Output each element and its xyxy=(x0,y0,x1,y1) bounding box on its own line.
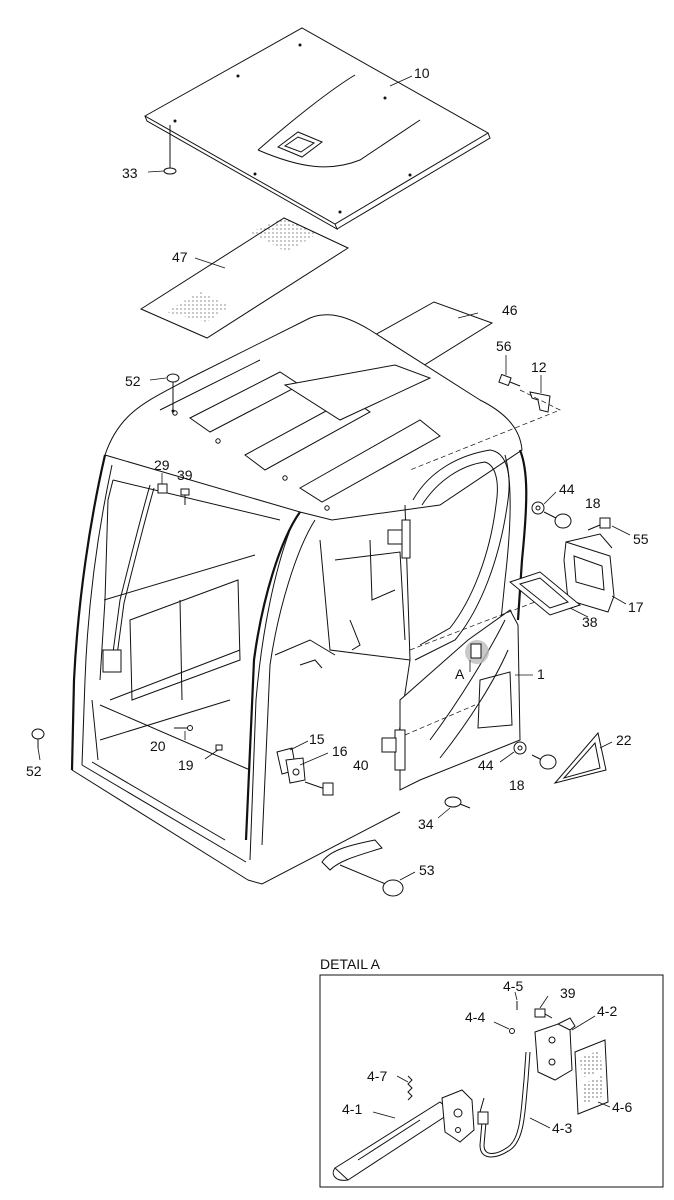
part-55-bolt xyxy=(587,517,611,531)
label-part-47: 47 xyxy=(172,249,188,265)
label-detail-4-6: 4-6 xyxy=(612,1099,632,1115)
detail-a-marker xyxy=(465,640,489,672)
part-38-gasket xyxy=(508,571,582,616)
label-part-53: 53 xyxy=(419,862,435,878)
label-part-56: 56 xyxy=(496,338,512,354)
detail-plate-4-6 xyxy=(574,1039,609,1115)
leader-lines xyxy=(37,75,631,881)
label-part-10: 10 xyxy=(414,65,430,81)
part-34-bolt xyxy=(444,796,471,809)
part-40-bolt xyxy=(304,781,334,796)
label-part-46: 46 xyxy=(502,302,518,318)
part-52-knob-side xyxy=(31,728,45,748)
part-16-latch xyxy=(285,757,306,784)
part-53-grab-handle xyxy=(321,839,404,897)
part-12-bracket xyxy=(409,389,561,471)
label-part-12: 12 xyxy=(531,359,547,375)
label-detail-39: 39 xyxy=(560,985,576,1001)
detail-spring-4-7 xyxy=(407,1075,413,1101)
label-detail-4-2: 4-2 xyxy=(597,1003,617,1019)
detail-small-hardware xyxy=(509,1001,553,1034)
label-part-20: 20 xyxy=(150,738,166,754)
cab-frame xyxy=(70,314,541,885)
label-part-18-upper: 18 xyxy=(585,495,601,511)
label-part-15: 15 xyxy=(309,731,325,747)
label-part-34: 34 xyxy=(418,816,434,832)
label-part-18-lower: 18 xyxy=(509,777,525,793)
part-20-pin xyxy=(174,725,193,731)
part-29-clip xyxy=(157,483,168,494)
part-39-screw xyxy=(180,488,190,505)
label-part-39: 39 xyxy=(177,467,193,483)
part-18-bumper-upper xyxy=(543,511,572,529)
label-detail-4-7: 4-7 xyxy=(367,1068,387,1084)
label-detail-4-5: 4-5 xyxy=(503,978,523,994)
part-17-duct-box xyxy=(563,533,615,613)
part-52-knob-top xyxy=(166,373,180,413)
detail-a-title: DETAIL A xyxy=(320,956,381,972)
label-detail-4-3: 4-3 xyxy=(552,1120,572,1136)
part-22-trim-triangle xyxy=(553,731,607,784)
roof-cover-panel xyxy=(143,27,491,231)
label-detail-4-4: 4-4 xyxy=(465,1009,485,1025)
label-detail-marker-a: A xyxy=(455,666,465,682)
part-labels: 10 33 47 46 56 12 52 29 39 44 18 55 17 3… xyxy=(26,65,649,878)
label-part-16: 16 xyxy=(332,743,348,759)
detail-cable-4-3 xyxy=(477,1051,531,1158)
label-part-52-side: 52 xyxy=(26,763,42,779)
detail-a-panel: DETAIL A xyxy=(319,956,664,1188)
part-44-washer-lower xyxy=(513,741,527,755)
label-part-19: 19 xyxy=(178,757,194,773)
label-part-44-lower: 44 xyxy=(478,757,494,773)
label-part-55: 55 xyxy=(633,531,649,547)
part-18-bumper-lower xyxy=(531,754,557,770)
detail-lever-4-1 xyxy=(332,1089,475,1181)
detail-latch-4-2 xyxy=(534,1017,576,1081)
label-part-33: 33 xyxy=(122,165,138,181)
label-part-29: 29 xyxy=(154,457,170,473)
roof-fastener-33 xyxy=(163,125,177,175)
label-detail-4-1: 4-1 xyxy=(342,1101,362,1117)
part-56-bolt xyxy=(498,373,521,387)
part-19-pin xyxy=(215,744,223,751)
label-part-1: 1 xyxy=(537,666,545,682)
roof-mat-47 xyxy=(139,217,350,339)
label-part-52-top: 52 xyxy=(125,373,141,389)
label-part-40: 40 xyxy=(353,757,369,773)
label-part-44-upper: 44 xyxy=(559,481,575,497)
label-part-38: 38 xyxy=(582,614,598,630)
part-44-washer-upper xyxy=(531,501,545,515)
label-part-17: 17 xyxy=(628,599,644,615)
label-part-22: 22 xyxy=(616,732,632,748)
